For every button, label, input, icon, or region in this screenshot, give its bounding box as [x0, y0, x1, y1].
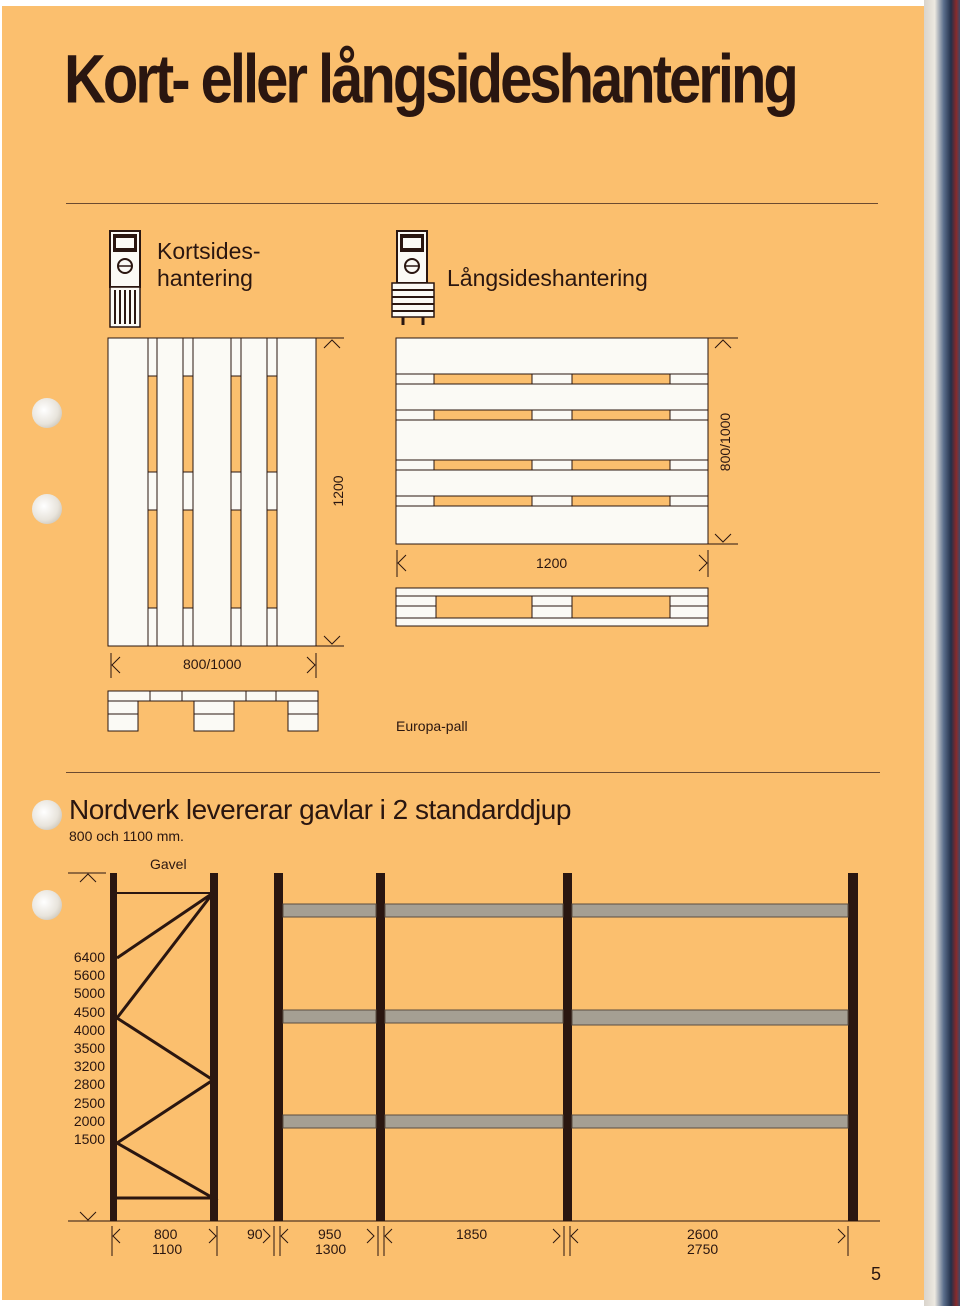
rack-height-value: 1500 [73, 1131, 105, 1148]
rack-height-value: 5000 [73, 985, 105, 1002]
rack-heights-list: 6400 5600 5000 4500 4000 3500 3200 2800 … [71, 948, 105, 1148]
long-side-pallet-side-view [395, 587, 709, 627]
bay-width-value: 2600 [687, 1226, 719, 1242]
section-heading: Nordverk levererar gavlar i 2 standarddj… [69, 794, 571, 825]
dimension-arrow [110, 653, 317, 678]
rack-height-value: 4500 [73, 1003, 105, 1020]
rack-uprights [274, 873, 858, 1221]
forklift-icon [391, 230, 435, 325]
top-rule [66, 203, 878, 204]
short-side-handling-label: Kortsides- hantering [157, 238, 261, 291]
gavel-label: Gavel [150, 856, 187, 872]
rack-height-value: 2000 [73, 1112, 105, 1129]
rack-height-value: 4000 [73, 1021, 105, 1038]
dimension-arrow [708, 337, 738, 545]
rack-height-value: 6400 [73, 949, 105, 965]
bay-width-value: 1300 [315, 1241, 347, 1257]
rack-depth-value: 1100 [152, 1241, 183, 1257]
short-side-pallet-end-view [107, 690, 319, 732]
rack-gap-value: 90 [247, 1226, 263, 1242]
short-side-pallet-top-view [107, 337, 317, 647]
long-side-handling-label: Långsideshantering [447, 265, 648, 291]
forklift-icon [109, 230, 141, 328]
dimension-arrow [396, 550, 709, 577]
binder-hole-3 [32, 800, 62, 830]
page-number: 5 [871, 1264, 882, 1284]
rack-height-value: 5600 [73, 967, 105, 984]
long-side-depth-dimension: 800/1000 [717, 412, 733, 472]
binding-edge [924, 0, 960, 1306]
rack-gable-frame [110, 873, 219, 1221]
short-side-length-dimension: 1200 [330, 475, 346, 507]
orange-sheet [2, 6, 924, 1300]
pallet-caption: Europa-pall [396, 718, 468, 734]
rack-depth-value: 800 [154, 1226, 178, 1242]
page-title: Kort- eller långsideshantering [64, 41, 799, 118]
binder-hole-2 [32, 494, 62, 524]
short-side-width-dimension: 800/1000 [183, 656, 242, 672]
long-side-length-dimension: 1200 [536, 555, 568, 571]
binder-hole-4 [32, 890, 62, 920]
rack-height-value: 3200 [73, 1058, 105, 1075]
rack-height-value: 2800 [73, 1076, 105, 1093]
rack-height-value: 3500 [73, 1040, 105, 1057]
bay-width-value: 950 [318, 1226, 342, 1242]
rack-height-value: 2500 [73, 1094, 105, 1111]
binder-hole-1 [32, 398, 62, 428]
rack-beams [282, 903, 849, 1129]
long-side-pallet-top-view [395, 337, 709, 545]
rack-dimension-ticks [111, 1226, 849, 1256]
bay-width-value: 1850 [456, 1226, 488, 1242]
bay-width-value: 2750 [687, 1241, 719, 1257]
dimension-arrow [68, 872, 106, 1221]
section-subheading: 800 och 1100 mm. [69, 828, 184, 844]
dimension-arrow [316, 337, 344, 647]
middle-rule [66, 772, 880, 773]
